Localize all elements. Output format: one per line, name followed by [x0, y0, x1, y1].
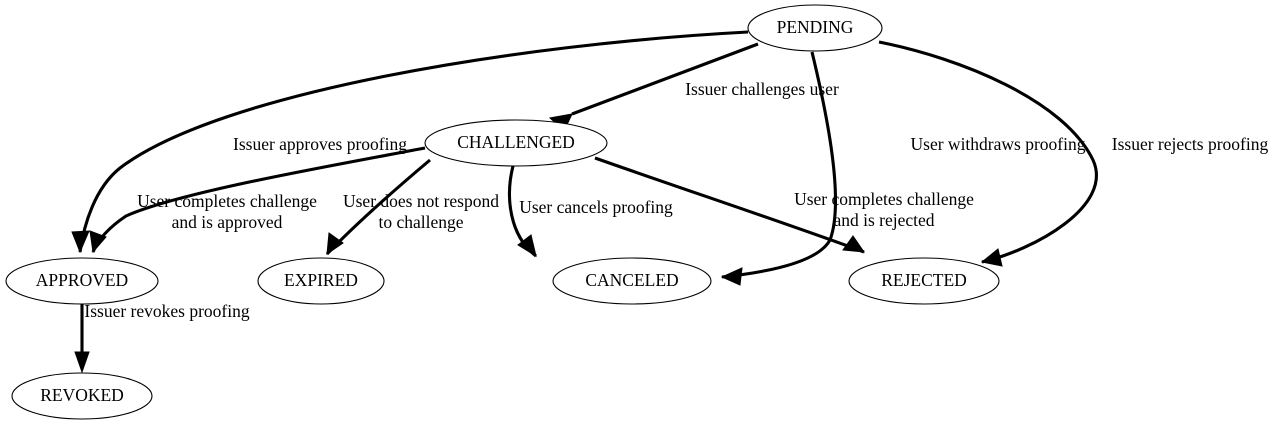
nodes-layer: PENDING CHALLENGED APPROVED EXPIRED CANCELED… — [5, 4, 1000, 420]
node-label: PENDING — [777, 17, 854, 37]
edge-line — [91, 146, 426, 253]
edge-challenged-canceled: User cancels proofing — [507, 165, 673, 258]
node-label: CHALLENGED — [457, 132, 575, 152]
edge-line — [78, 30, 749, 253]
arrowhead-icon — [720, 267, 743, 286]
edge-pending-challenged: Issuer challenges user — [548, 42, 839, 132]
node-label: APPROVED — [36, 270, 128, 290]
arrowhead-icon — [842, 235, 866, 253]
arrowhead-icon — [980, 248, 1003, 267]
node-ellipse[interactable] — [5, 257, 159, 305]
edge-label: Issuer rejects proofing — [1112, 134, 1269, 154]
node-ellipse[interactable] — [11, 372, 153, 420]
edge-label: Issuer approves proofing — [233, 134, 407, 154]
edge-pending-canceled: User withdraws proofing — [720, 51, 1086, 286]
edge-pending-approved: Issuer approves proofing — [71, 30, 749, 254]
node-challenged[interactable]: CHALLENGED — [424, 119, 608, 167]
edge-line — [571, 42, 759, 116]
node-revoked[interactable]: REVOKED — [11, 372, 153, 420]
node-ellipse[interactable] — [257, 257, 385, 305]
edge-label: User withdraws proofing — [911, 134, 1086, 154]
arrowhead-icon — [74, 351, 90, 374]
node-label: REVOKED — [40, 385, 124, 405]
edge-label: Issuer revokes proofing — [84, 301, 249, 321]
node-pending[interactable]: PENDING — [747, 4, 883, 52]
node-rejected[interactable]: REJECTED — [848, 257, 1000, 305]
node-ellipse[interactable] — [424, 119, 608, 167]
node-label: REJECTED — [881, 270, 967, 290]
arrowhead-icon — [326, 232, 344, 256]
node-label: CANCELED — [585, 270, 678, 290]
arrowhead-icon — [71, 230, 90, 254]
edge-label: Issuer challenges user — [685, 79, 839, 99]
node-ellipse[interactable] — [747, 4, 883, 52]
node-ellipse[interactable] — [848, 257, 1000, 305]
arrowhead-icon — [517, 234, 537, 258]
node-expired[interactable]: EXPIRED — [257, 257, 385, 305]
edge-pending-rejected: Issuer rejects proofing — [878, 40, 1269, 267]
edge-label: User cancels proofing — [519, 197, 673, 217]
node-approved[interactable]: APPROVED — [5, 257, 159, 305]
edge-approved-revoked: Issuer revokes proofing — [74, 301, 250, 374]
edge-line — [721, 51, 837, 279]
edge-line — [878, 40, 1098, 264]
node-ellipse[interactable] — [552, 257, 712, 305]
node-label: EXPIRED — [284, 270, 358, 290]
node-canceled[interactable]: CANCELED — [552, 257, 712, 305]
edge-line — [594, 156, 865, 254]
arrowhead-icon — [89, 230, 107, 254]
